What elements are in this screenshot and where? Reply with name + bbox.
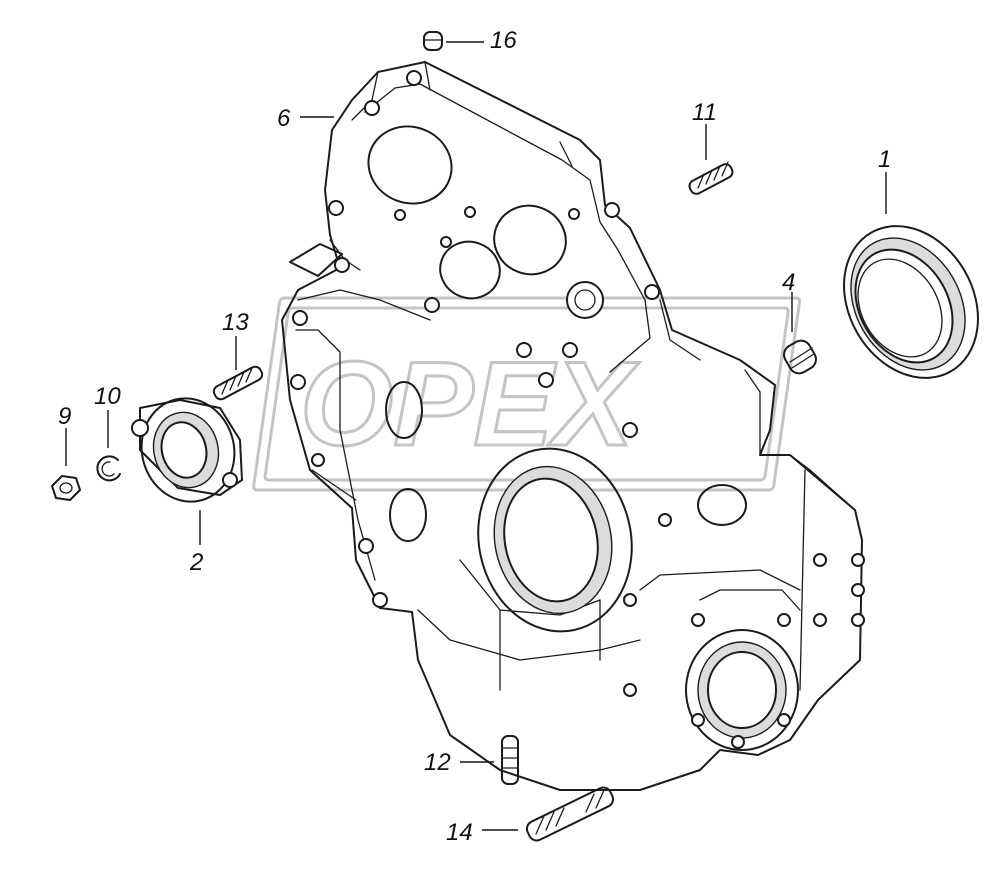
callout-lines: [65, 41, 887, 831]
callout-14: 14: [446, 819, 473, 846]
watermark-logo: OPEX: [252, 296, 802, 492]
callout-16: 16: [490, 27, 517, 54]
callout-1: 1: [878, 146, 891, 173]
watermark-text: OPEX: [300, 337, 640, 471]
stud-part-11: [688, 161, 734, 195]
callout-11: 11: [692, 99, 717, 126]
stud-part-14: [525, 786, 615, 842]
callout-4: 4: [782, 269, 795, 296]
callout-10: 10: [94, 383, 121, 410]
nut-part-9: [51, 475, 81, 501]
stud-part-13: [212, 365, 264, 401]
housing: [281, 61, 865, 791]
dowel-part-12: [501, 735, 519, 785]
washer-part-10: [96, 455, 121, 482]
callout-13: 13: [222, 309, 249, 336]
callout-12: 12: [424, 749, 451, 776]
flange-part-2: [131, 397, 243, 503]
oil-seal-part-1: [843, 225, 979, 379]
callout-6: 6: [277, 105, 291, 132]
callout-9: 9: [58, 403, 71, 430]
plug-part-16: [423, 31, 443, 51]
callout-2: 2: [189, 549, 203, 576]
plug-part-4: [783, 339, 817, 375]
bolt-holes: [290, 70, 865, 749]
